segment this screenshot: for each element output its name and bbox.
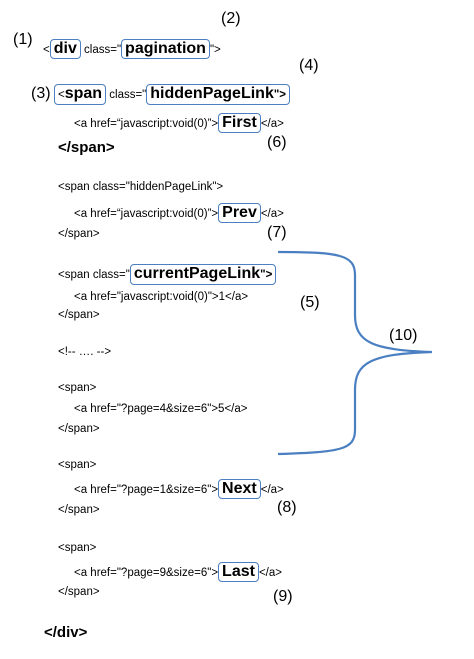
div-tag-highlight: div [49, 39, 81, 59]
div-open-end: "> [209, 44, 221, 56]
a-current-line: <a href="javascript:void(0)">1</a> [74, 289, 248, 305]
first-text-highlight: First [218, 113, 261, 133]
callout-9: (9) [273, 588, 293, 605]
callout-2: (2) [221, 10, 241, 27]
a-current: <a href="javascript:void(0)">1</a> [74, 291, 249, 303]
span1-close-line: </span> [58, 140, 115, 156]
span5-open-line: <span> [58, 457, 96, 473]
pagination-class-highlight: pagination [121, 39, 210, 59]
span4-open-line: <span> [58, 380, 96, 396]
span3-open-line: <span class="currentPageLink"> [58, 264, 277, 285]
a-first-close: </a> [260, 118, 284, 130]
callout-7: (7) [267, 224, 287, 241]
div-class-attr: class=" [80, 44, 122, 56]
span6-open-line: <span> [58, 540, 96, 556]
a-page5: <a href="?page=4&size=6">5</a> [74, 403, 248, 415]
a-next-open: <a href="?page=1&size=6"> [74, 484, 219, 496]
a-prev-line: <a href=“javascript:void(0)”>Prev</a> [74, 203, 284, 223]
span5-close-line: </span> [58, 502, 100, 518]
span1-lt: < [58, 89, 65, 101]
span4-close-line: </span> [58, 421, 100, 437]
span3-open-pre: <span class=" [58, 269, 130, 281]
div-open-lt: < [43, 44, 50, 56]
span4-open: <span> [58, 382, 97, 394]
callout-6: (6) [267, 134, 287, 151]
span3-open-end: "> [260, 269, 273, 281]
span-tag-highlight: <span [54, 84, 107, 105]
span6-close-line: </span> [58, 584, 100, 600]
callout-8: (8) [277, 499, 297, 516]
callout-5: (5) [300, 294, 320, 311]
hiddenpagelink-class-highlight: hiddenPageLink"> [146, 84, 291, 105]
span1-tag: span [64, 85, 103, 102]
a-first-line: <a href=“javascript:void(0)”>First</a> [74, 113, 284, 133]
span1-open-end: "> [273, 89, 287, 101]
a-last-line: <a href="?page=9&size=6">Last</a> [74, 562, 282, 582]
span1-class-value: hiddenPageLink [150, 85, 274, 102]
div-close-line: </div> [44, 625, 87, 641]
span1-close: </span> [58, 139, 115, 156]
next-text-highlight: Next [218, 479, 261, 499]
div-open-line: <div class="pagination"> [43, 39, 221, 59]
a-page5-line: <a href="?page=4&size=6">5</a> [74, 401, 247, 417]
a-last-open: <a href="?page=9&size=6"> [74, 567, 219, 579]
comment-line: <!-- …. --> [58, 344, 111, 360]
span2-open-line: <span class="hiddenPageLink"> [58, 179, 223, 195]
span5-close: </span> [58, 504, 100, 516]
span3-class-value: currentPageLink [133, 265, 261, 282]
a-first-open: <a href=“javascript:void(0)”> [74, 118, 219, 130]
a-next-close: </a> [260, 484, 284, 496]
a-next-line: <a href="?page=1&size=6">Next</a> [74, 479, 284, 499]
currentpagelink-class-highlight: currentPageLink"> [129, 264, 277, 285]
span6-open: <span> [58, 542, 97, 554]
span4-close: </span> [58, 423, 100, 435]
span3-close: </span> [58, 309, 100, 321]
callout-10: (10) [389, 327, 418, 344]
callout-3: (3) [31, 85, 51, 102]
a-prev-close: </a> [260, 208, 284, 220]
prev-text-highlight: Prev [218, 203, 261, 223]
callout-1: (1) [13, 31, 33, 48]
div-close: </div> [44, 624, 88, 641]
a-prev-open: <a href=“javascript:void(0)”> [74, 208, 219, 220]
span5-open: <span> [58, 459, 97, 471]
last-text-highlight: Last [218, 562, 259, 582]
span2-open: <span class="hiddenPageLink"> [58, 181, 224, 193]
span1-class-attr: class=" [106, 89, 147, 101]
span6-close: </span> [58, 586, 100, 598]
a-last-close: </a> [258, 567, 282, 579]
span3-close-line: </span> [58, 307, 100, 323]
span2-close: </span> [58, 228, 100, 240]
span1-open-line: <span class="hiddenPageLink"> [54, 84, 291, 105]
ellipsis-comment: <!-- …. --> [58, 346, 112, 358]
span2-close-line: </span> [58, 226, 100, 242]
callout-4: (4) [299, 57, 319, 74]
